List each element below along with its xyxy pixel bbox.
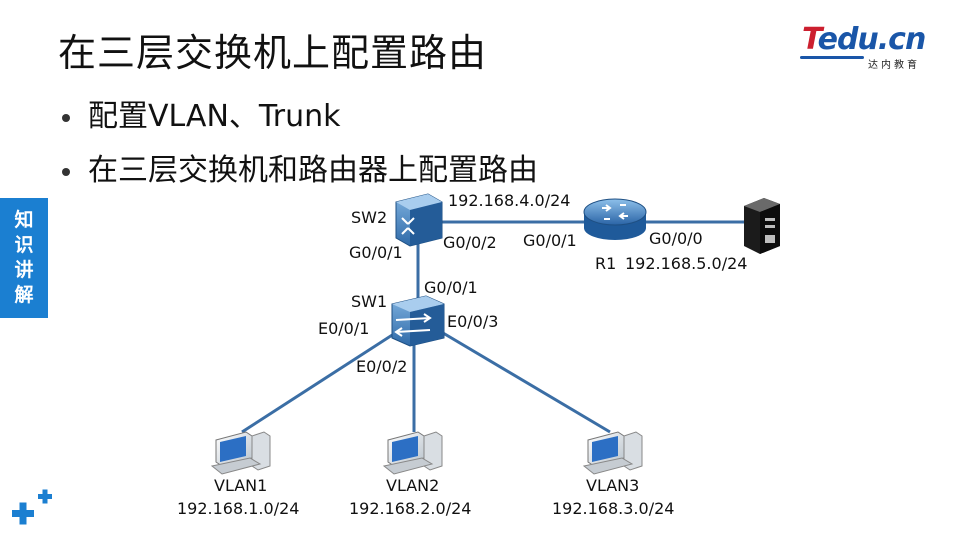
slide-title: 在三层交换机上配置路由 [58,31,488,75]
logo-wordmark: Tedu.cn [802,22,927,57]
side-tab-char: 知 [14,209,34,231]
host-network-label: 192.168.1.0/24 [177,499,300,518]
server-icon [744,198,780,254]
pc-icon [382,431,443,475]
pc-icon [210,431,271,475]
pc-icon [582,431,643,475]
network-label-sw2-r1: 192.168.4.0/24 [448,191,571,210]
host-network-label: 192.168.3.0/24 [552,499,675,518]
port-label-sw1-left: E0/0/1 [318,319,370,338]
port-label-sw1-mid: E0/0/2 [356,357,408,376]
sw1-switch-icon [391,295,445,347]
r1-router-icon [583,198,647,240]
bullet-item: 在三层交换机和路由器上配置路由 [60,144,538,198]
port-label-sw1-up: G0/0/1 [424,278,478,297]
host-vlan-label: VLAN3 [586,476,640,495]
side-tab-char: 讲 [14,259,34,281]
port-label-sw2-right: G0/0/2 [443,233,497,252]
device-label-sw2: SW2 [351,208,388,227]
side-tab-char: 解 [14,284,34,306]
link-sw1-vlan1 [241,328,401,434]
device-label-sw1: SW1 [351,292,388,311]
side-tab-char: 识 [14,234,34,256]
logo-subtitle: 达内教育 [868,60,920,71]
tedu-logo: Tedu.cn 达内教育 [800,22,940,71]
port-label-sw1-right: E0/0/3 [447,312,499,331]
port-label-r1-left: G0/0/1 [523,231,577,250]
device-label-r1: R1 [595,254,617,273]
side-tab-knowledge: 知 识 讲 解 [0,198,48,318]
bullet-item: 配置VLAN、Trunk [60,90,538,144]
logo-letter: T [802,22,819,57]
logo-swoosh [800,56,864,59]
sw2-switch-icon [395,193,443,247]
host-network-label: 192.168.2.0/24 [349,499,472,518]
host-vlan-label: VLAN1 [214,476,268,495]
links [241,220,744,434]
logo-domain: edu.cn [817,22,927,57]
link-sw1-vlan3 [437,328,611,434]
port-label-sw2-down: G0/0/1 [349,243,403,262]
network-label-r1-server: 192.168.5.0/24 [625,254,748,273]
plus-icon [12,489,52,525]
bullet-list: 配置VLAN、Trunk 在三层交换机和路由器上配置路由 [60,90,538,198]
port-label-r1-right: G0/0/0 [649,229,703,248]
host-vlan-label: VLAN2 [386,476,440,495]
